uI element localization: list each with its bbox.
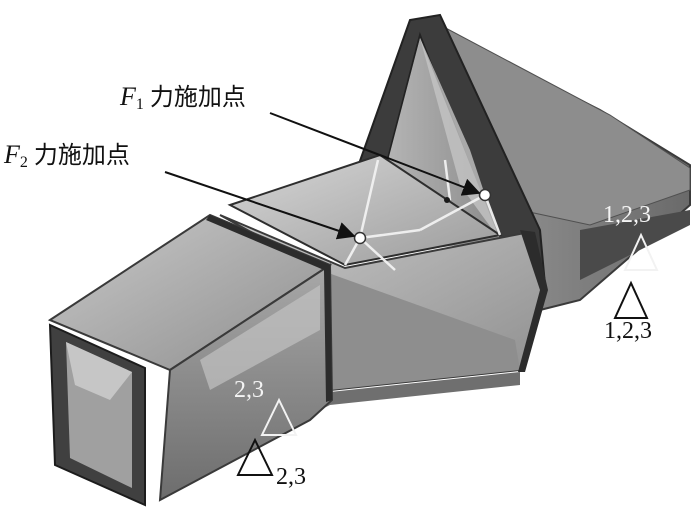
label-f1-load-point: F1 力施加点 (120, 84, 246, 113)
mid-section-bottom (300, 372, 520, 420)
constraint-label-left-upper: 2,3 (234, 377, 264, 403)
load-point-text-f2: 力施加点 (33, 141, 130, 169)
constraint-label-right-lower: 1,2,3 (604, 318, 652, 344)
constraint-label-left-lower: 2,3 (276, 464, 306, 490)
leader-arrow-f1 (269, 112, 481, 196)
constraint-triangle-left-lower (236, 437, 274, 476)
load-point-text-f1: 力施加点 (149, 83, 246, 111)
mid-section-lower (320, 270, 520, 390)
duct-inner-shade (66, 342, 132, 400)
load-point-f1 (478, 188, 492, 202)
force-symbol-f1: F (120, 82, 136, 111)
force-symbol-f2: F (4, 140, 20, 169)
force-subscript-f2: 2 (19, 154, 28, 171)
internal-frame-lines (343, 159, 502, 271)
constraint-triangle-left-upper (260, 397, 298, 436)
constraint-label-right-upper: 1,2,3 (603, 202, 651, 228)
joint-band-rear (518, 230, 548, 372)
constraint-triangle-right-upper (623, 232, 659, 271)
tail-side-dark (580, 210, 690, 280)
load-point-f2 (353, 231, 367, 245)
label-f2-load-point: F2 力施加点 (4, 142, 130, 171)
load-point-mid (444, 197, 450, 203)
front-side-highlight (200, 285, 320, 390)
force-subscript-f1: 1 (135, 96, 144, 113)
leader-arrow-f2 (164, 171, 356, 240)
constraint-triangle-right-lower (613, 280, 649, 319)
